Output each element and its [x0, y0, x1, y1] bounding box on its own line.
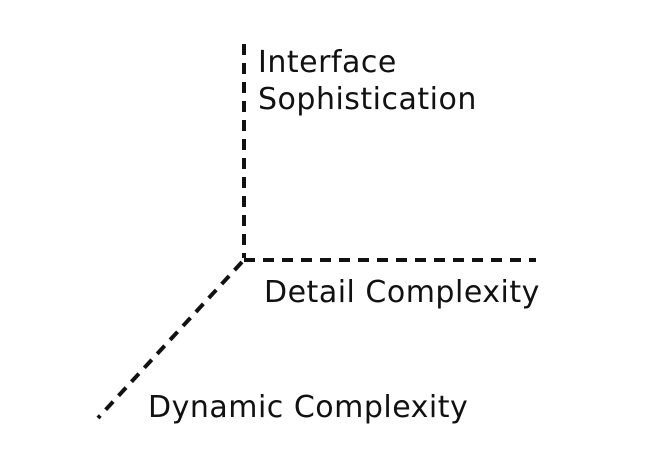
vertical-axis-label-line2: Sophistication	[258, 82, 477, 117]
diagonal-axis-line	[96, 260, 244, 420]
diagonal-axis-label: Dynamic Complexity	[148, 390, 468, 425]
horizontal-axis-label: Detail Complexity	[264, 275, 540, 310]
vertical-axis-label-line1: Interface	[258, 45, 397, 80]
